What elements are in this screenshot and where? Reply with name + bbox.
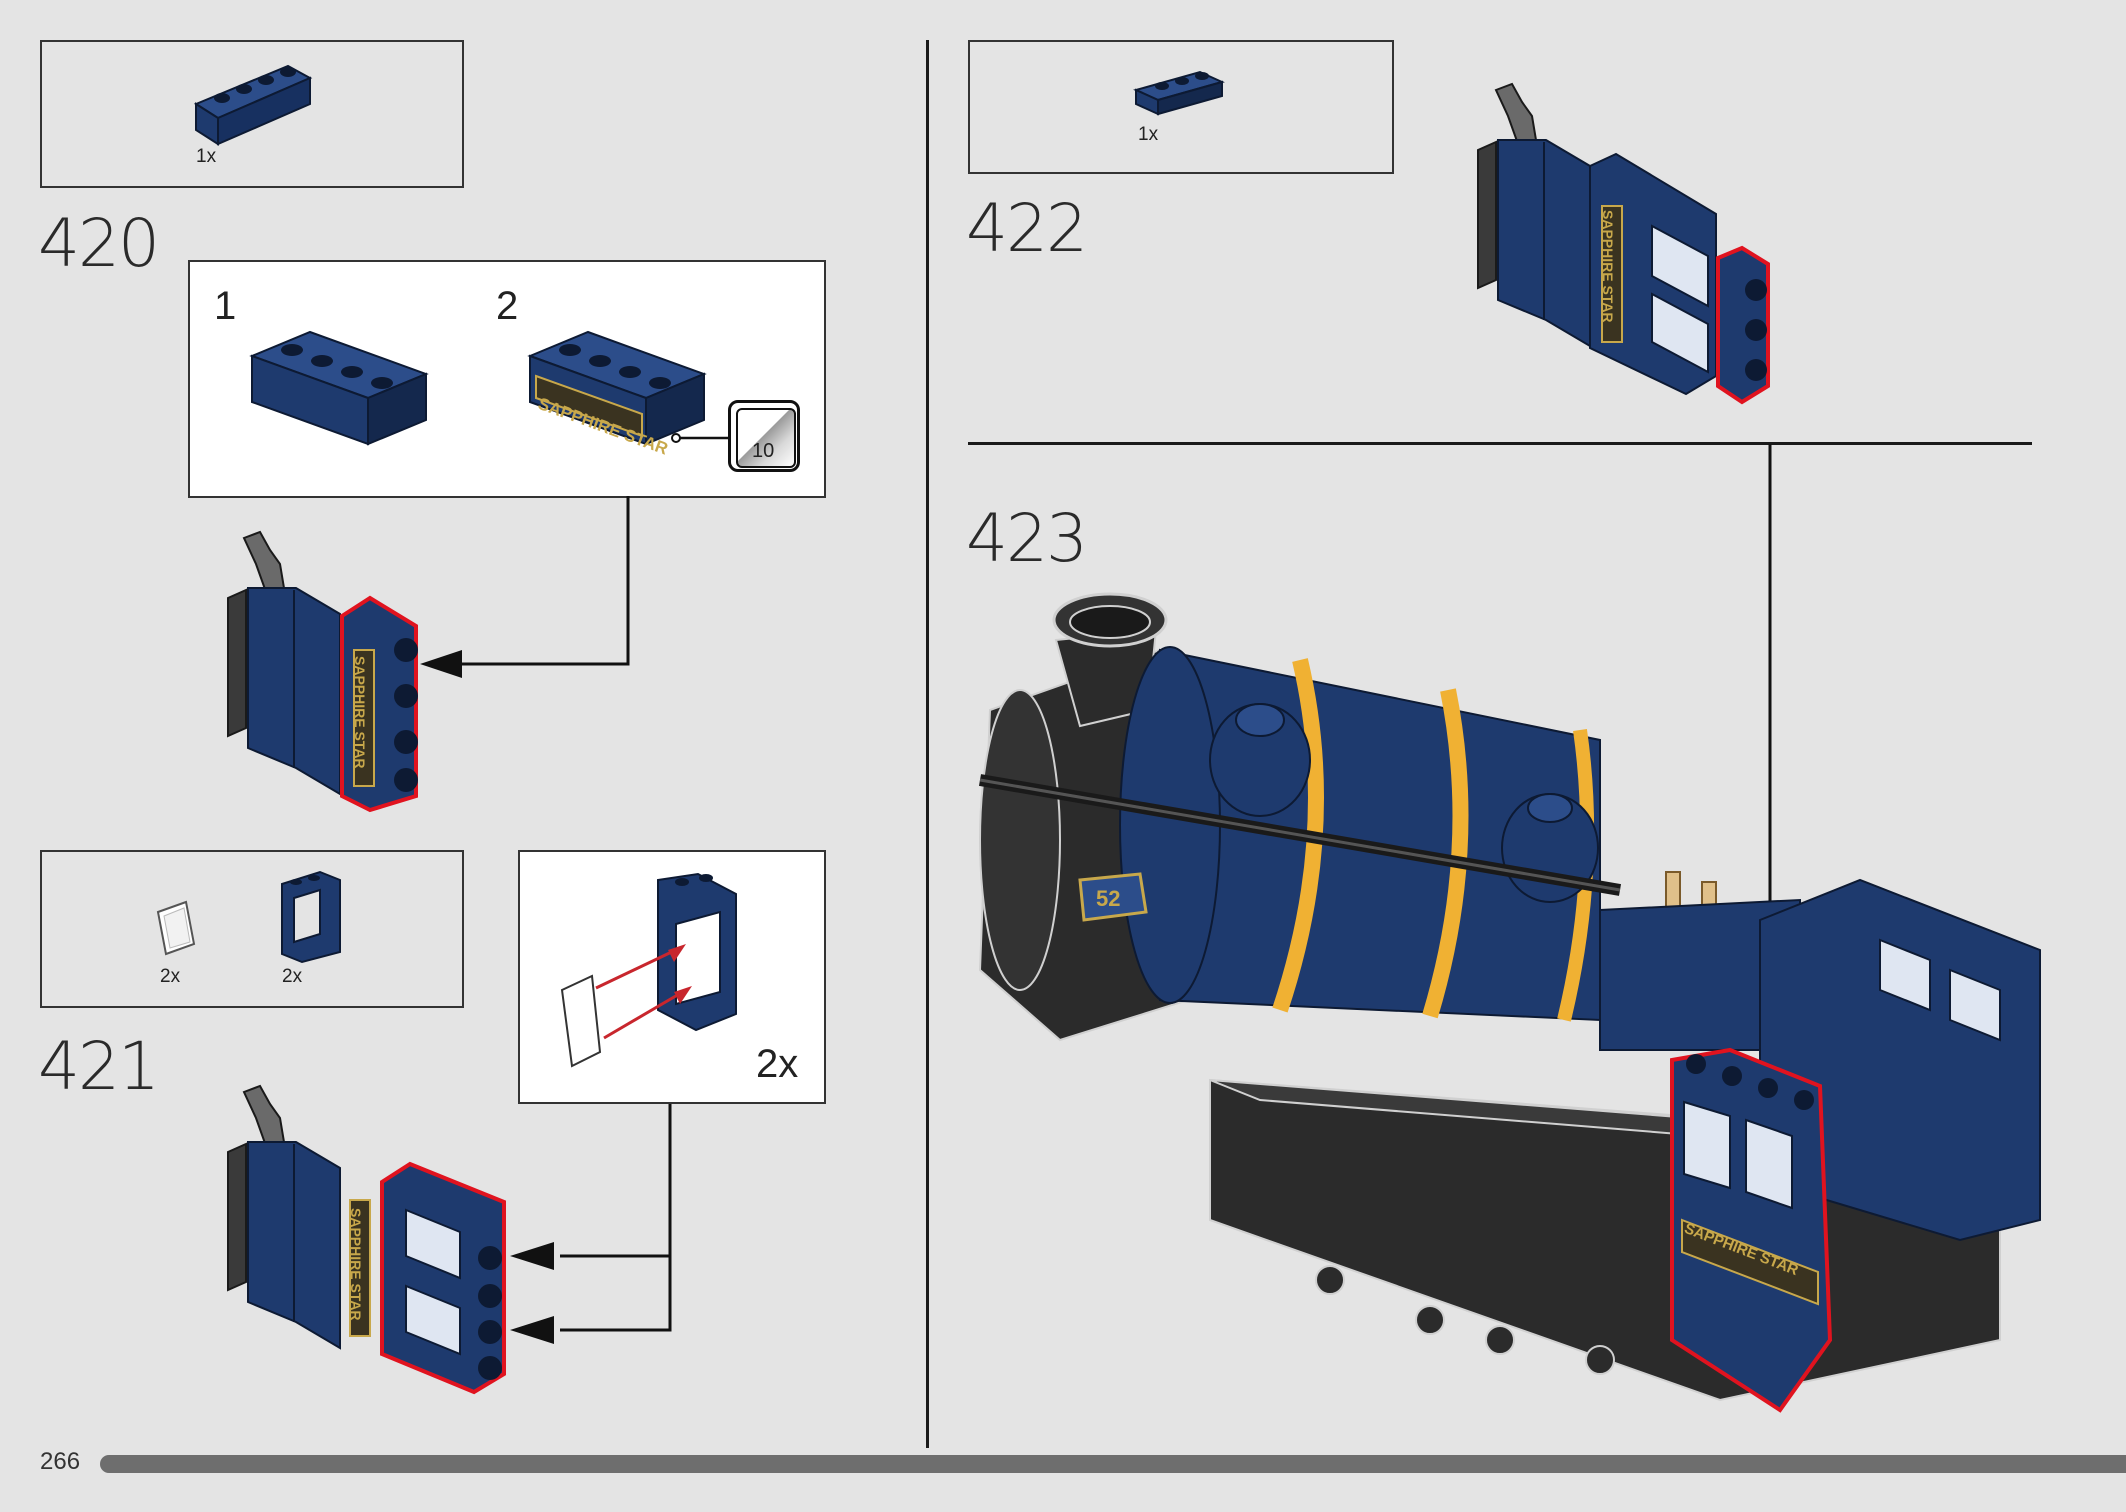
blue-1x4-brick-icon <box>249 330 429 446</box>
sticker-sheet-number: 10 <box>752 440 775 462</box>
part-qty: 2x <box>160 966 181 987</box>
step-number-423: 423 <box>966 500 1088 577</box>
assembly-422 <box>1477 82 1770 405</box>
subassembly-qty: 2x <box>756 1042 799 1086</box>
sticker-sheet-icon <box>728 400 800 472</box>
sticker-leader-line <box>671 433 730 443</box>
blue-window-frame-icon <box>281 870 341 964</box>
part-qty: 2x <box>282 966 303 987</box>
step-number-420: 420 <box>38 205 160 282</box>
substep-number-2: 2 <box>496 284 519 328</box>
page-number: 266 <box>40 1448 81 1475</box>
blue-1x4-brick-icon <box>193 64 313 146</box>
substep-number-1: 1 <box>214 284 237 328</box>
sticker-brick-icon <box>527 330 707 446</box>
connector-arrows-421 <box>510 1104 672 1344</box>
blue-1x3-plate-icon <box>1133 70 1225 116</box>
parts-callout-421: 2x 2x <box>40 850 464 1008</box>
assembly-421 <box>227 1084 506 1395</box>
window-frame-assembly <box>560 872 737 1068</box>
step-number-421: 421 <box>38 1028 160 1105</box>
sticker-text: SAPPHIRE STAR <box>352 656 368 769</box>
column-divider <box>926 40 929 1448</box>
part-qty: 1x <box>196 146 217 167</box>
number-plate-text: 52 <box>1096 886 1121 911</box>
row-divider <box>968 442 2032 445</box>
step-number-422: 422 <box>966 190 1088 267</box>
substep-callout-420: 1 2 SAPPHIRE STAR 10 <box>188 260 826 498</box>
progress-bar <box>100 1455 2126 1473</box>
parts-callout-422: 1x <box>968 40 1394 174</box>
assembly-420 <box>227 530 418 813</box>
window-glass-icon <box>156 900 196 956</box>
parts-callout-420: 1x <box>40 40 464 188</box>
connector-arrow-420 <box>420 496 630 678</box>
sticker-text: SAPPHIRE STAR <box>1600 210 1616 323</box>
part-qty: 1x <box>1138 124 1159 145</box>
subassembly-callout-421: 2x <box>518 850 826 1104</box>
sticker-text: SAPPHIRE STAR <box>348 1208 364 1321</box>
locomotive-assembly <box>978 592 2041 1413</box>
progress-bar-fill <box>100 1455 2126 1473</box>
